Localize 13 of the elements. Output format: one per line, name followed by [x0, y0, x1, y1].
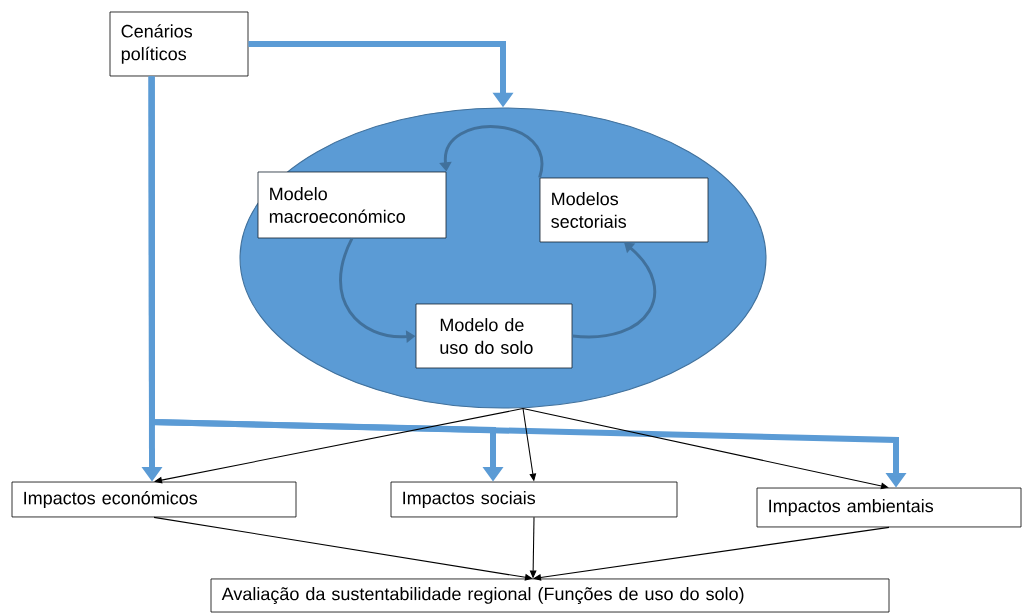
arrow [153, 516, 533, 581]
text-box: Modelos sectoriais [539, 177, 709, 243]
arrow [154, 408, 524, 484]
arrow [572, 242, 657, 339]
text-box: Avaliação da sustentabilidade regional (Funções de uso do solo) [210, 578, 890, 613]
text-box: Cenários políticos [109, 11, 249, 77]
arrow [533, 526, 890, 581]
text-box: Modelo macroeconómico [257, 171, 447, 239]
text-box: Impactos sociais [390, 481, 678, 518]
arrow [522, 408, 889, 490]
text-box: Impactos económicos [11, 481, 297, 518]
text-box: Modelo de uso do solo [415, 303, 573, 369]
text-box: Impactos ambientais [756, 487, 1022, 528]
